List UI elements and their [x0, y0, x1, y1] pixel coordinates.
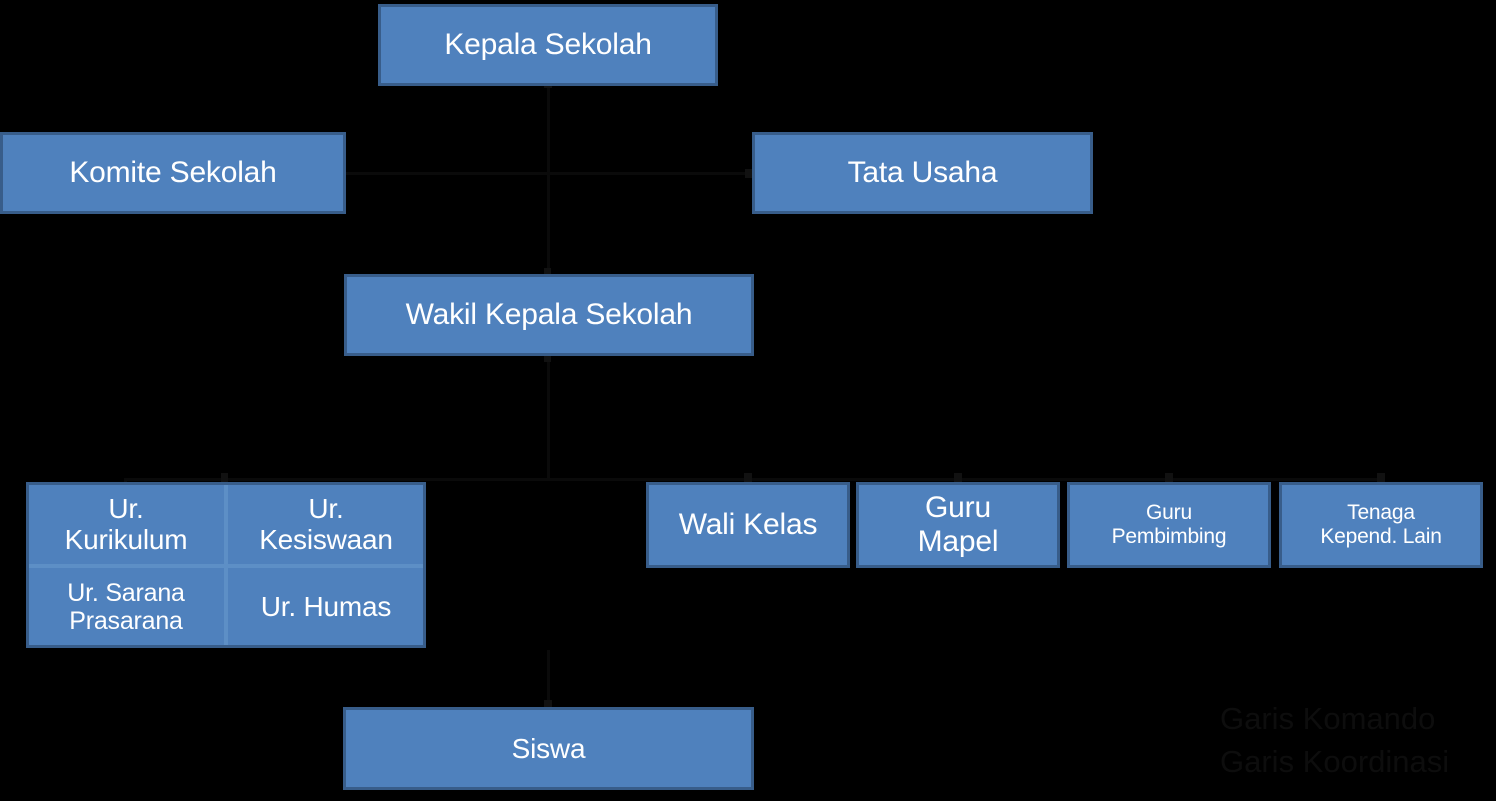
connector-to-siswa [547, 650, 550, 708]
stub-wakil-bottom [544, 354, 551, 362]
node-kepala-sekolah[interactable]: Kepala Sekolah [378, 4, 718, 86]
connector-bus-to-ur-group [124, 478, 127, 483]
node-tenaga-kepend-lain[interactable]: Tenaga Kepend. Lain [1279, 482, 1483, 568]
node-tata-usaha[interactable]: Tata Usaha [752, 132, 1093, 214]
node-komite-sekolah[interactable]: Komite Sekolah [0, 132, 346, 214]
node-ur-humas[interactable]: Ur. Humas [226, 566, 426, 648]
stub-tenaga-kepend-top [1377, 473, 1385, 482]
stub-ur-group-top [221, 473, 228, 482]
legend-garis-komando: Garis Komando [1220, 701, 1436, 736]
stub-guru-pembimbing-top [1165, 473, 1173, 482]
node-guru-mapel[interactable]: Guru Mapel [856, 482, 1060, 568]
stub-wakil-top [544, 268, 551, 276]
node-wali-kelas[interactable]: Wali Kelas [646, 482, 850, 568]
stub-siswa-top [544, 700, 552, 709]
stub-guru-mapel-top [954, 473, 962, 482]
connector-kepala-to-tata-usaha [547, 172, 752, 175]
node-ur-sarana-prasarana[interactable]: Ur. Sarana Prasarana [26, 566, 226, 648]
connector-horizontal-bus [124, 478, 1381, 481]
connector-kepala-to-wakil [547, 84, 550, 276]
connector-wakil-to-bus [547, 355, 550, 481]
connector-komite-to-trunk [345, 172, 548, 175]
stub-tata-usaha-left [745, 169, 753, 178]
node-wakil-kepala-sekolah[interactable]: Wakil Kepala Sekolah [344, 274, 754, 356]
node-guru-pembimbing[interactable]: Guru Pembimbing [1067, 482, 1271, 568]
node-ur-kesiswaan[interactable]: Ur. Kesiswaan [226, 482, 426, 566]
node-ur-kurikulum[interactable]: Ur. Kurikulum [26, 482, 226, 566]
stub-wali-kelas-top [744, 473, 752, 482]
legend-garis-koordinasi: Garis Koordinasi [1220, 744, 1450, 779]
node-siswa[interactable]: Siswa [343, 707, 754, 790]
